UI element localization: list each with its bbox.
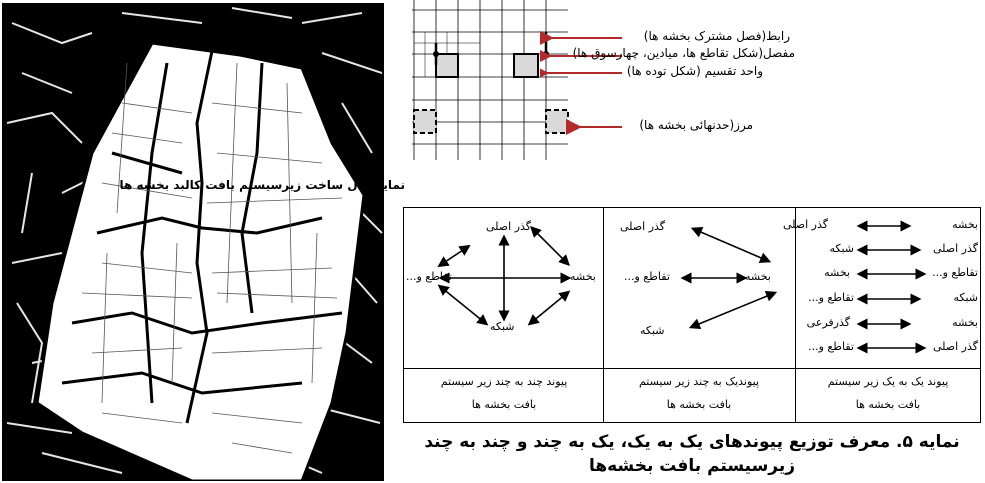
left-node: بخشه — [824, 266, 850, 279]
column-divider — [795, 208, 796, 422]
joint-label: مفصل(شکل تقاطع ها، میادین، چهارسوق ها) — [572, 46, 795, 60]
node-network: شبکه — [490, 320, 515, 333]
link-label: رابط(فصل مشترک بخشه ها) — [643, 29, 790, 43]
one-to-many-cell: گذر اصلی تقاطع و... بخشه شبکه پیوندیک به… — [604, 208, 795, 422]
right-node: بخشه — [952, 316, 978, 329]
one-to-many-arrows — [680, 227, 778, 330]
grid-model-diagram — [412, 0, 569, 160]
one-to-one-arrows — [856, 220, 927, 354]
many-to-many-cell: گذر اصلی تقاطع و... بخشه شبکه پیوند چند … — [404, 208, 603, 422]
node-network: شبکه — [640, 324, 665, 337]
left-node: تقاطع و... — [808, 340, 854, 353]
footer-line1: پیوند یک به یک زیر سیستم — [827, 375, 949, 388]
node-district: بخشه — [745, 270, 771, 283]
footer-line2: بافت بخشه ها — [855, 398, 921, 411]
footer-line2: بافت بخشه ها — [471, 398, 537, 411]
model-caption: نمایه مدل ساخت زیرسیستم بافت کالبد بخشه … — [119, 178, 405, 192]
figure-caption-line2: زیرسیستم بافت بخشه‌ها — [588, 456, 796, 476]
footer-line2: بافت بخشه ها — [666, 398, 732, 411]
many-to-many-arrows — [437, 226, 572, 326]
right-node: شبکه — [953, 291, 978, 304]
node-intersection: تقاطع و... — [624, 270, 670, 283]
node-main-road: گذر اصلی — [486, 220, 532, 233]
red-pointer-arrows — [540, 30, 622, 135]
column-divider — [603, 208, 604, 422]
right-node: تقاطع و... — [932, 266, 978, 279]
link-distribution-table: گذر اصلی تقاطع و... بخشه شبکه پیوند چند … — [403, 207, 981, 423]
row-divider — [404, 368, 980, 369]
node-intersection: تقاطع و... — [406, 270, 452, 283]
footer-line1: پیوند چند به چند زیر سیستم — [440, 375, 568, 388]
right-node: بخشه — [952, 218, 978, 231]
right-node: گذر اصلی — [932, 242, 978, 255]
left-node: شبکه — [829, 242, 854, 255]
footer-line1: پیوندیک به چند زیر سیستم — [638, 375, 760, 388]
border-label: مرز(حدنهائی بخشه ها) — [639, 118, 753, 132]
figure-caption: نمایه ۵. معرف توزیع پیوندهای یک به یک، ی… — [403, 430, 981, 478]
left-node: گذرفرعی — [806, 316, 850, 329]
right-node: گذر اصلی — [932, 340, 978, 353]
node-main-road: گذر اصلی — [620, 220, 666, 233]
left-node: تقاطع و... — [808, 291, 854, 304]
figure-caption-line1: نمایه ۵. معرف توزیع پیوندهای یک به یک، ی… — [424, 432, 960, 452]
urban-fabric-map — [2, 3, 384, 481]
node-district: بخشه — [570, 270, 596, 283]
division-unit-label: واحد تقسیم (شکل توده ها) — [626, 64, 763, 78]
one-to-one-cell: گذر اصلی بخشه شبکه گذر اصلی بخشه تقاطع و… — [783, 208, 980, 422]
left-node: گذر اصلی — [782, 218, 828, 231]
